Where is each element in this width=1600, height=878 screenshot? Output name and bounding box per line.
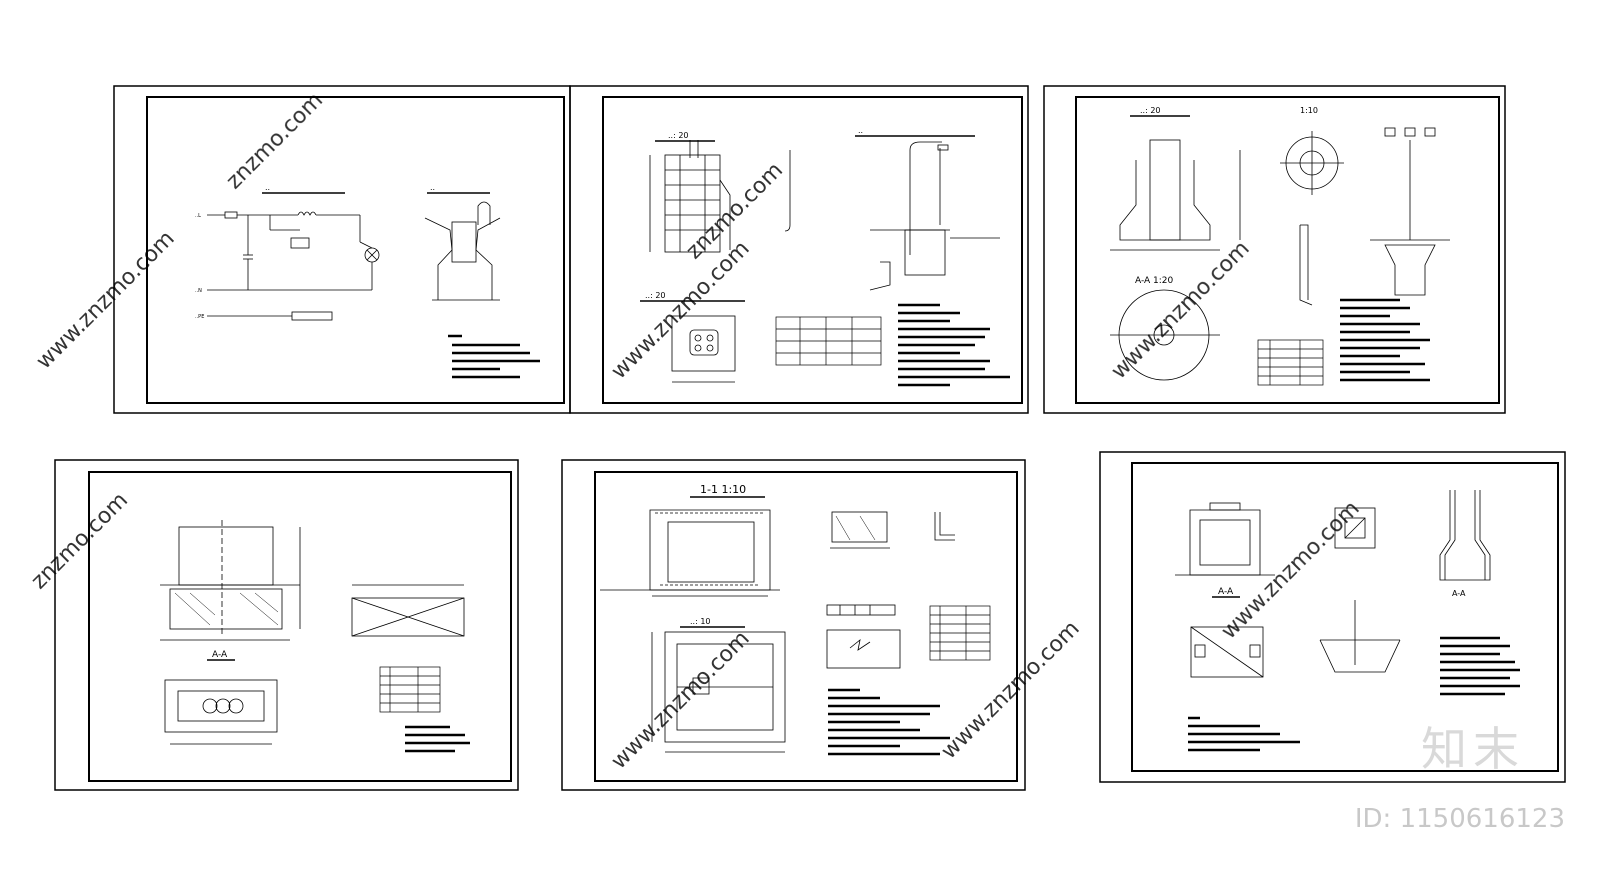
sheet-4-title-1: A-A: [212, 650, 228, 660]
id-label: ID: 1150616123: [1354, 804, 1565, 834]
wiring-schematic: ..L ..N ..PE: [195, 211, 380, 321]
sheet-6-notes-left: [1188, 716, 1300, 752]
lamp-pole-section: [869, 141, 1000, 291]
sheet-5-title-2: ..: 10: [690, 617, 711, 626]
sheet-3: ..: 20 1:10 A-A 1:20: [1043, 85, 1506, 414]
sheet-1-title-1: ..: [265, 183, 270, 192]
sheet-3-outer-frame: [1043, 85, 1506, 414]
svg-text:..N: ..N: [195, 288, 202, 294]
sheet-3-table: [1257, 339, 1324, 386]
watermark-domain-3: znzmo.com: [27, 488, 133, 594]
sheet-4-table: [379, 666, 441, 713]
sheet-2-inner-frame: [602, 96, 1023, 404]
watermark-url-1: www.znzmo.com: [32, 226, 180, 374]
section-circle-plan: [1110, 289, 1220, 381]
sheet-6-title-2: A-A: [1452, 589, 1466, 598]
watermark-url-5: www.znzmo.com: [937, 616, 1085, 764]
sheet-5-inner-frame: [594, 471, 1018, 782]
watermark-url-6: www.znzmo.com: [1217, 496, 1365, 644]
box-detail: [1334, 507, 1376, 549]
sheet-2-notes: [898, 303, 1010, 387]
sheet-3-inner-frame: [1075, 96, 1500, 404]
sheet-1-outer-frame: [113, 85, 571, 414]
sheet-2: ..: 20 ..: 20 ..: [569, 85, 1029, 414]
sheet-1-notes: [448, 334, 540, 379]
sheet-2-title-2: ..: 20: [645, 291, 666, 300]
sheet-5-table: [929, 605, 991, 661]
watermark-domain-1: znzmo.com: [222, 88, 328, 194]
sheet-2-title-1: ..: 20: [668, 131, 689, 140]
foundation-block-plan: [164, 679, 278, 745]
sheet-6-inner-frame: [1131, 462, 1559, 772]
sheet-1-title-2: ..: [430, 183, 435, 192]
sheet-1: ..L ..N ..PE .. ..: [113, 85, 571, 414]
sheet-3-title-3: A-A 1:20: [1135, 276, 1174, 286]
sheet-5: 1-1 1:10 ..: 10: [561, 459, 1026, 791]
handhole-plan: [651, 631, 786, 753]
pole-base-section: [1110, 139, 1241, 251]
sheet-2-outer-frame: [569, 85, 1029, 414]
sheet-6: A-A A-A: [1099, 451, 1566, 783]
foundation-cage-drawing: [649, 140, 791, 253]
sheet-1-inner-frame: [146, 96, 565, 404]
sheet-2-title-3: ..: [858, 126, 863, 135]
watermark-url-3: www.znzmo.com: [1107, 236, 1255, 384]
watermark-url-2: www.znzmo.com: [607, 236, 755, 384]
pipe-section: [1439, 490, 1491, 581]
sheet-6-outer-frame: [1099, 451, 1566, 783]
pit-plan: [1190, 626, 1264, 678]
watermark-layer: znzmo.com www.znzmo.com znzmo.com www.zn…: [27, 88, 1365, 774]
lamp-pole-elevation: [1370, 127, 1450, 296]
sheet-5-title-1: 1-1 1:10: [700, 483, 746, 496]
brand-watermark: 知末: [1421, 722, 1525, 776]
pit-section: [1175, 502, 1275, 576]
foundation-block-elevation: [160, 520, 301, 641]
sheet-4-notes: [405, 725, 470, 753]
cover-plate-drawing: [351, 584, 465, 637]
foundation-plan: [671, 315, 736, 383]
trench-detail: [1319, 600, 1401, 673]
sheet-4-outer-frame: [54, 459, 519, 791]
quantity-table: [775, 316, 882, 366]
sheet-4: A-A: [54, 459, 519, 791]
sheet-3-title-2: 1:10: [1300, 106, 1318, 115]
sheet-6-title-1: A-A: [1218, 587, 1234, 597]
cover-detail: [826, 604, 901, 669]
sheet-3-notes: [1340, 298, 1430, 382]
sheet-6-notes-right: [1440, 636, 1520, 696]
sheet-4-inner-frame: [88, 471, 512, 782]
svg-text:..L: ..L: [195, 213, 201, 219]
detail-a: [830, 511, 890, 549]
detail-b: [934, 512, 955, 541]
svg-text:..PE: ..PE: [195, 314, 204, 320]
sheet-5-notes: [828, 688, 950, 756]
sheet-5-outer-frame: [561, 459, 1026, 791]
sheet-3-title-1: ..: 20: [1140, 106, 1161, 115]
lamp-joint-diagram: [424, 201, 501, 301]
handhole-section: [600, 509, 780, 597]
flange-detail: [1280, 131, 1344, 306]
